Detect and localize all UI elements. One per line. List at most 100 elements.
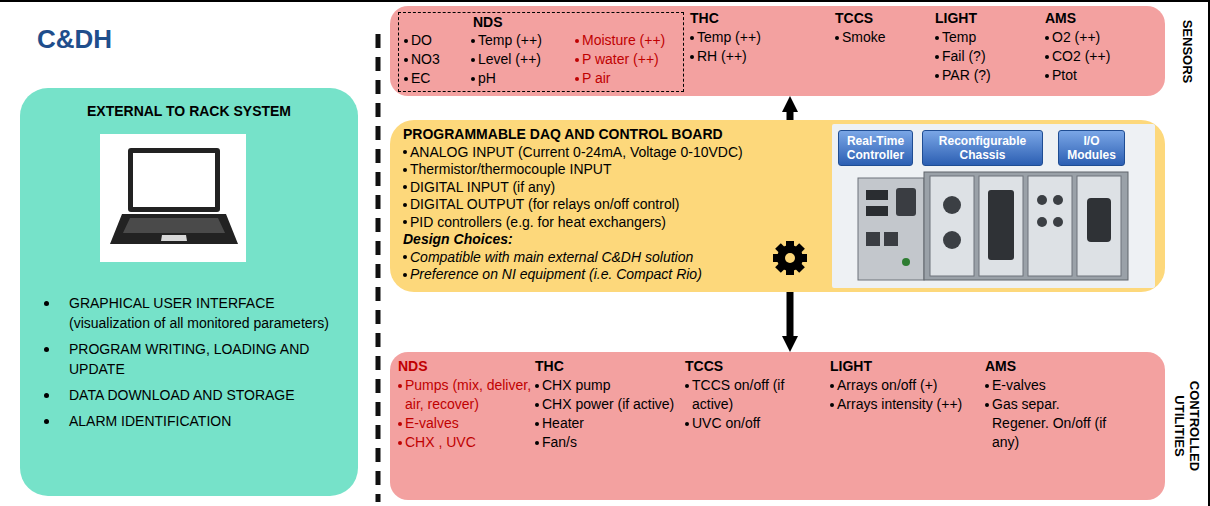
- bullet-dot: [403, 185, 407, 189]
- text-row: Thermistor/thermocouple INPUT: [403, 161, 823, 179]
- text-group: AMSO2 (++)CO2 (++)Ptot: [1045, 9, 1155, 85]
- text-row: CHX power (if active): [535, 395, 685, 414]
- text-row: TCCS: [835, 9, 930, 28]
- list-item-text: Heater: [542, 414, 584, 433]
- ethernet-port: [866, 190, 888, 200]
- text-group: THCCHX pumpCHX power (if active)HeaterFa…: [535, 357, 685, 452]
- laptop-touchpad: [161, 235, 187, 241]
- photo-tag: Real-Time Controller: [838, 130, 913, 166]
- list-item-text: GRAPHICAL USER INTERFACE (visualization …: [69, 293, 336, 333]
- bullet-dot: [404, 77, 408, 81]
- bullet-dot: [1045, 36, 1049, 40]
- list-item-text: Preference on NI equipment (i.e. Compact…: [410, 266, 702, 284]
- tag-text: Reconfigurable Chassis: [923, 134, 1042, 162]
- text-row: Real-Time Controller: [839, 134, 912, 162]
- bullet-dot: [471, 39, 475, 43]
- list-item-text: ALARM IDENTIFICATION: [69, 411, 231, 431]
- controller-module: [858, 178, 924, 280]
- bullet-dot: [985, 403, 989, 407]
- list-item-text: E-valves: [405, 414, 459, 433]
- photo-tag: Reconfigurable Chassis: [922, 130, 1043, 166]
- text-row: Fan/s: [535, 433, 685, 452]
- list-item-text: DIGITAL INPUT (if any): [410, 179, 555, 197]
- side-label: SENSORS: [1180, 19, 1195, 83]
- tag-text: Real-Time Controller: [839, 134, 912, 162]
- list-item-text: DO: [411, 31, 432, 50]
- bullet-dot: [1045, 55, 1049, 59]
- list-item-text: PID controllers (e.g. for heat exchanger…: [410, 214, 666, 232]
- text-row: EC: [404, 69, 470, 88]
- ethernet-port: [866, 206, 888, 216]
- sensors-band: SENSORSTHCTemp (++)RH (++)TCCSSmokeLIGHT…: [390, 6, 1165, 96]
- flow-arrow: [787, 292, 794, 336]
- bullet-dot: [404, 58, 408, 62]
- text-group: SENSORS: [1180, 1, 1195, 101]
- bullet-dot: [830, 403, 834, 407]
- frame-line: [1208, 0, 1210, 506]
- bnc-connector: [943, 231, 961, 249]
- text-row: Smoke: [835, 28, 930, 47]
- bullet-dot: [935, 74, 939, 78]
- io-module: [1077, 176, 1121, 276]
- heading-text: AMS: [1045, 9, 1076, 28]
- text-row: NDS: [473, 13, 533, 32]
- text-row: EXTERNAL TO RACK SYSTEM: [20, 102, 358, 120]
- bullet-dot: [935, 55, 939, 59]
- text-row: THC: [535, 357, 685, 376]
- list-item-text: Arrays on/off (+): [837, 376, 938, 395]
- tag-text: I/O Modules: [1059, 134, 1124, 162]
- laptop-screen-frame: [128, 148, 220, 212]
- list-item-text: DATA DOWNLOAD AND STORAGE: [69, 385, 295, 405]
- text-group: NDSPumps (mix, deliver, air, recover)E-v…: [398, 357, 535, 452]
- list-item-text: E-valves: [992, 376, 1046, 395]
- jack: [1053, 217, 1063, 227]
- text-row: Fail (?): [935, 47, 1040, 66]
- photo-tag: I/O Modules: [1058, 130, 1125, 166]
- bullet-dot: [44, 347, 49, 352]
- text-group: Temp (++)Level (++)pH: [471, 31, 575, 88]
- heading-text: NDS: [473, 13, 503, 32]
- io-module: [1028, 176, 1072, 276]
- bullet-dot: [44, 393, 49, 398]
- bullet-dot: [403, 203, 407, 207]
- bullet-dot: [403, 273, 407, 277]
- list-item-text: CHX , UVC: [405, 433, 476, 452]
- jack: [1037, 195, 1047, 205]
- bullet-dot: [575, 39, 579, 43]
- list-item-text: UVC on/off: [692, 414, 760, 433]
- heading-text: LIGHT: [935, 9, 977, 28]
- text-row: UVC on/off: [685, 414, 813, 433]
- list-item-text: CHX pump: [542, 376, 610, 395]
- text-row: Pumps (mix, deliver, air, recover): [398, 376, 535, 414]
- bullet-dot: [575, 77, 579, 81]
- list-item-text: Ptot: [1052, 66, 1077, 85]
- text-row: Temp (++): [471, 31, 575, 50]
- text-group: Real-Time Controller: [839, 131, 912, 165]
- text-row: NDS: [398, 357, 535, 376]
- bullet-dot: [535, 422, 539, 426]
- text-row: Temp: [935, 28, 1040, 47]
- text-row: CHX pump: [535, 376, 685, 395]
- text-row: TCCS on/off (if active): [685, 376, 813, 414]
- text-group: I/O Modules: [1059, 131, 1124, 165]
- text-row: ANALOG INPUT (Current 0-24mA, Voltage 0-…: [403, 144, 823, 162]
- d-sub-connector: [1087, 198, 1111, 242]
- bullet-dot: [398, 441, 402, 445]
- gear-hole: [785, 253, 795, 263]
- list-item-text: Compatible with main external C&DH solut…: [410, 249, 693, 267]
- heading-text: Design Choices:: [403, 231, 513, 249]
- heading-text: PROGRAMMABLE DAQ AND CONTROL BOARD: [403, 126, 723, 144]
- heading-text: THC: [535, 357, 564, 376]
- list-item-text: TCCS on/off (if active): [692, 376, 813, 414]
- io-module: [930, 176, 974, 276]
- text-row: AMS: [985, 357, 1120, 376]
- bullet-dot: [1045, 74, 1049, 78]
- text-row: Arrays on/off (+): [830, 376, 980, 395]
- list-item-text: Temp (++): [478, 31, 542, 50]
- daq-control-board: PROGRAMMABLE DAQ AND CONTROL BOARDANALOG…: [390, 120, 1165, 292]
- text-group: TCCSSmoke: [835, 9, 930, 47]
- gear-body: [777, 245, 803, 271]
- text-group: Reconfigurable Chassis: [923, 131, 1042, 165]
- text-row: DIGITAL OUTPUT (for relays on/off contro…: [403, 196, 823, 214]
- heading-text: TCCS: [685, 357, 723, 376]
